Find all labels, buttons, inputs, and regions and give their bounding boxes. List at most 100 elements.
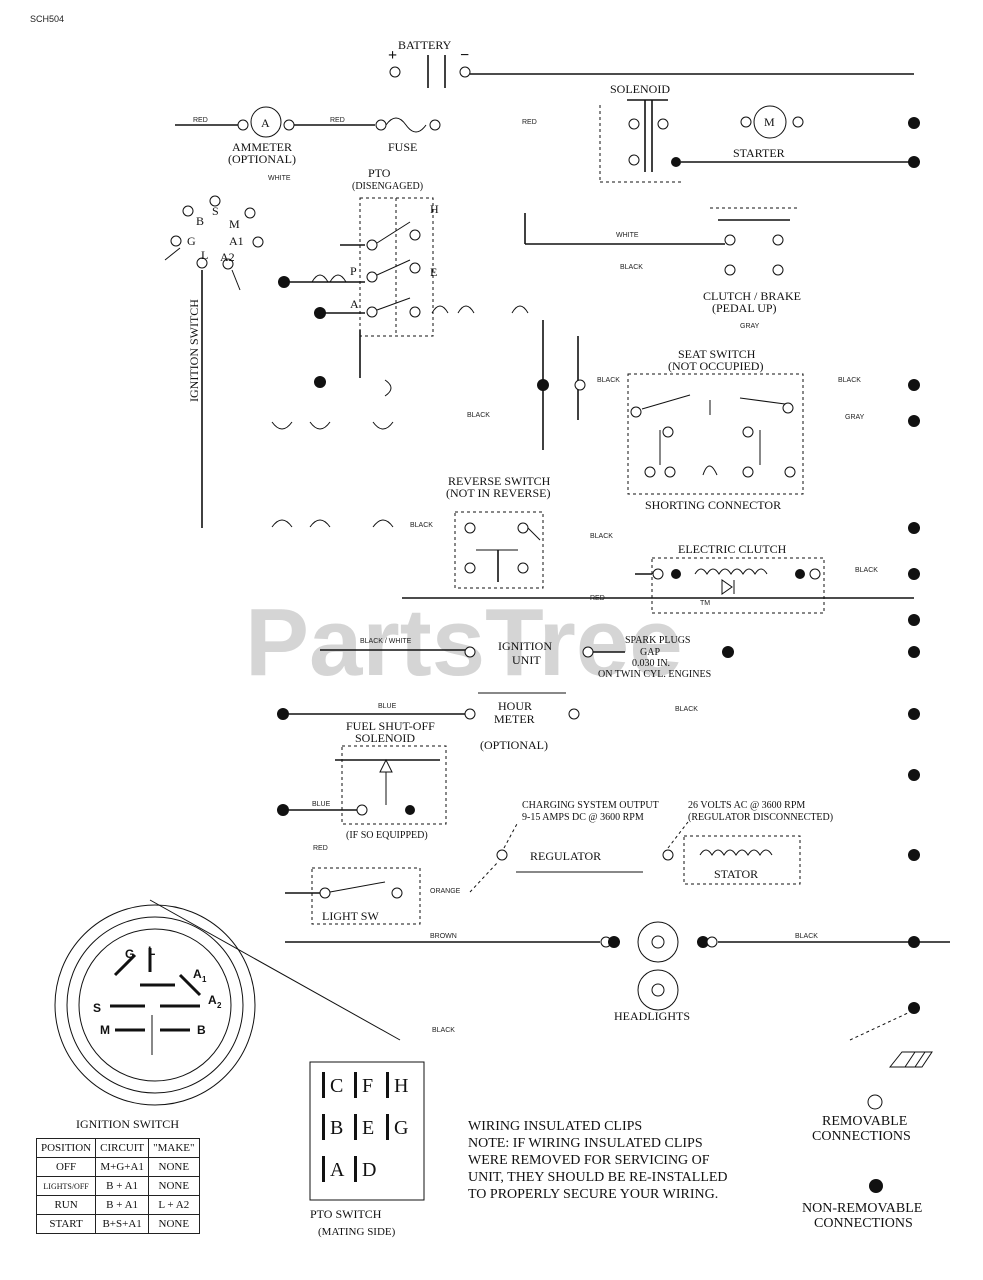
ign-terminal-a1: A1 bbox=[229, 234, 244, 248]
table-cell: OFF bbox=[35, 1157, 97, 1177]
ground-connection bbox=[908, 1002, 920, 1014]
watermark-trademark: TM bbox=[700, 600, 710, 607]
clutch-label: CLUTCH / BRAKE bbox=[703, 289, 801, 303]
wire-black-5: BLACK bbox=[410, 522, 433, 529]
wire-white-1: WHITE bbox=[268, 175, 291, 182]
charging-output-label: CHARGING SYSTEM OUTPUT bbox=[522, 800, 659, 811]
charging-output-value: 9-15 AMPS DC @ 3600 RPM bbox=[522, 812, 644, 823]
battery-label: BATTERY bbox=[398, 38, 452, 52]
pto-label: PTO bbox=[368, 166, 391, 180]
ammeter-letter: A bbox=[261, 116, 270, 130]
table-cell: M+G+A1 bbox=[95, 1157, 150, 1177]
ignition-unit-label-2: UNIT bbox=[512, 653, 541, 667]
ign-face-s: S bbox=[93, 1001, 101, 1015]
pto-terminal-f: F bbox=[362, 1075, 373, 1097]
ground-connection bbox=[908, 769, 920, 781]
ign-terminal-s: S bbox=[212, 204, 219, 218]
wire-black-3: BLACK bbox=[838, 377, 861, 384]
note-line-3: WERE REMOVED FOR SERVICING OF bbox=[468, 1153, 710, 1168]
wire-black-7: BLACK bbox=[855, 567, 878, 574]
pto-terminal-e: E bbox=[362, 1117, 374, 1139]
fuse: FUSE bbox=[375, 117, 441, 154]
table-cell: B+S+A1 bbox=[95, 1214, 150, 1234]
hour-meter-label-1: HOUR bbox=[498, 699, 532, 713]
wire-red-4: RED bbox=[590, 595, 605, 602]
ground-symbol bbox=[888, 1051, 933, 1068]
wire-black-10: BLACK bbox=[432, 1027, 455, 1034]
table-header-position: POSITION bbox=[35, 1138, 97, 1158]
table-cell: RUN bbox=[35, 1195, 97, 1215]
table-header-make: "MAKE" bbox=[148, 1138, 200, 1158]
pto-terminal-bar bbox=[354, 1156, 357, 1182]
table-row: LIGHTS/OFF B + A1 NONE bbox=[35, 1176, 200, 1196]
ignition-switch-face: G L A 1 S A 2 M B IGNITION SWITCH bbox=[54, 904, 256, 1131]
pto-terminal-bar bbox=[354, 1072, 357, 1098]
hour-meter-optional: (OPTIONAL) bbox=[480, 738, 548, 752]
starter: M STARTER bbox=[733, 105, 804, 160]
table-header-circuit: CIRCUIT bbox=[95, 1138, 150, 1158]
ignition-switch-table-title: IGNITION SWITCH bbox=[76, 1117, 179, 1131]
pto-terminal-p: P bbox=[350, 264, 357, 278]
wire-orange: ORANGE bbox=[430, 888, 461, 895]
ign-terminal-b: B bbox=[196, 214, 204, 228]
ign-terminal-m: M bbox=[229, 217, 240, 231]
reverse-state: (NOT IN REVERSE) bbox=[446, 486, 550, 500]
left-connectors: BLACK bbox=[271, 376, 433, 529]
ground-connection bbox=[908, 379, 920, 391]
ammeter-optional: (OPTIONAL) bbox=[228, 152, 296, 166]
ign-face-a1-sub: 1 bbox=[202, 975, 207, 984]
legend: REMOVABLE CONNECTIONS NON-REMOVABLE CONN… bbox=[802, 1094, 922, 1231]
pto-terminal-bar bbox=[322, 1114, 325, 1140]
clutch-state: (PEDAL UP) bbox=[712, 301, 777, 315]
headlights: HEADLIGHTS BROWN BLACK bbox=[285, 921, 950, 1023]
reverse-label: REVERSE SWITCH bbox=[448, 474, 551, 488]
table-cell: NONE bbox=[148, 1214, 200, 1234]
ground-connection bbox=[908, 614, 920, 626]
table-cell: NONE bbox=[148, 1157, 200, 1177]
wire-blue-1: BLUE bbox=[378, 703, 397, 710]
light-switch-label: LIGHT SW bbox=[322, 909, 379, 923]
wire-red-3: RED bbox=[522, 119, 537, 126]
electric-clutch: ELECTRIC CLUTCH BLACK RED bbox=[402, 542, 914, 614]
ground-connection bbox=[908, 568, 920, 580]
note-line-2: NOTE: IF WIRING INSULATED CLIPS bbox=[468, 1136, 703, 1151]
pto-terminal-bar bbox=[354, 1114, 357, 1140]
ignition-unit-label-1: IGNITION bbox=[498, 639, 552, 653]
solenoid: SOLENOID bbox=[599, 82, 914, 183]
starter-label: STARTER bbox=[733, 146, 785, 160]
spark-gap-value: 0.030 IN. bbox=[632, 658, 670, 669]
table-row: OFF M+G+A1 NONE bbox=[35, 1157, 200, 1177]
pto-terminal-h: H bbox=[394, 1075, 408, 1097]
electric-clutch-label: ELECTRIC CLUTCH bbox=[678, 542, 787, 556]
stator-ac-label: 26 VOLTS AC @ 3600 RPM bbox=[688, 800, 805, 811]
legend-removable-1: REMOVABLE bbox=[822, 1114, 907, 1129]
wire-black-1: BLACK bbox=[620, 264, 643, 271]
headlights-label: HEADLIGHTS bbox=[614, 1009, 690, 1023]
nonremovable-connection-symbol bbox=[869, 1179, 883, 1193]
ign-terminal-l: L bbox=[201, 248, 208, 262]
wire-red-5: RED bbox=[313, 845, 328, 852]
pto-terminal-bar bbox=[386, 1072, 389, 1098]
ammeter: A AMMETER (OPTIONAL) RED RED bbox=[175, 106, 375, 166]
pto-switch-subtitle: (MATING SIDE) bbox=[318, 1226, 396, 1238]
removable-connection-symbol bbox=[867, 1094, 883, 1110]
ign-face-a2: A bbox=[208, 993, 217, 1007]
fuel-shutoff-solenoid: FUEL SHUT-OFF SOLENOID (IF SO EQUIPPED) … bbox=[277, 719, 447, 841]
ground-connection bbox=[908, 156, 920, 168]
regulator: CHARGING SYSTEM OUTPUT 9-15 AMPS DC @ 36… bbox=[496, 800, 659, 873]
table-cell: LIGHTS/OFF bbox=[35, 1176, 97, 1196]
table-header-row: POSITION CIRCUIT "MAKE" bbox=[35, 1138, 200, 1158]
ground-connection bbox=[908, 646, 920, 658]
hour-meter-label-2: METER bbox=[494, 712, 535, 726]
ground-connection bbox=[908, 849, 920, 861]
ign-terminal-a2: A2 bbox=[220, 250, 235, 264]
table-row: START B+S+A1 NONE bbox=[35, 1214, 200, 1234]
ignition-unit: IGNITION UNIT BLACK / WHITE bbox=[320, 638, 625, 667]
pto-switch-schematic: PTO (DISENGAGED) H P E A bbox=[278, 166, 529, 378]
ignition-switch-vertical-label: IGNITION SWITCH bbox=[187, 299, 201, 402]
ign-face-a2-sub: 2 bbox=[217, 1001, 222, 1010]
shorting-connector-label: SHORTING CONNECTOR bbox=[645, 498, 781, 512]
reverse-switch: REVERSE SWITCH (NOT IN REVERSE) BLACK bbox=[446, 474, 613, 589]
